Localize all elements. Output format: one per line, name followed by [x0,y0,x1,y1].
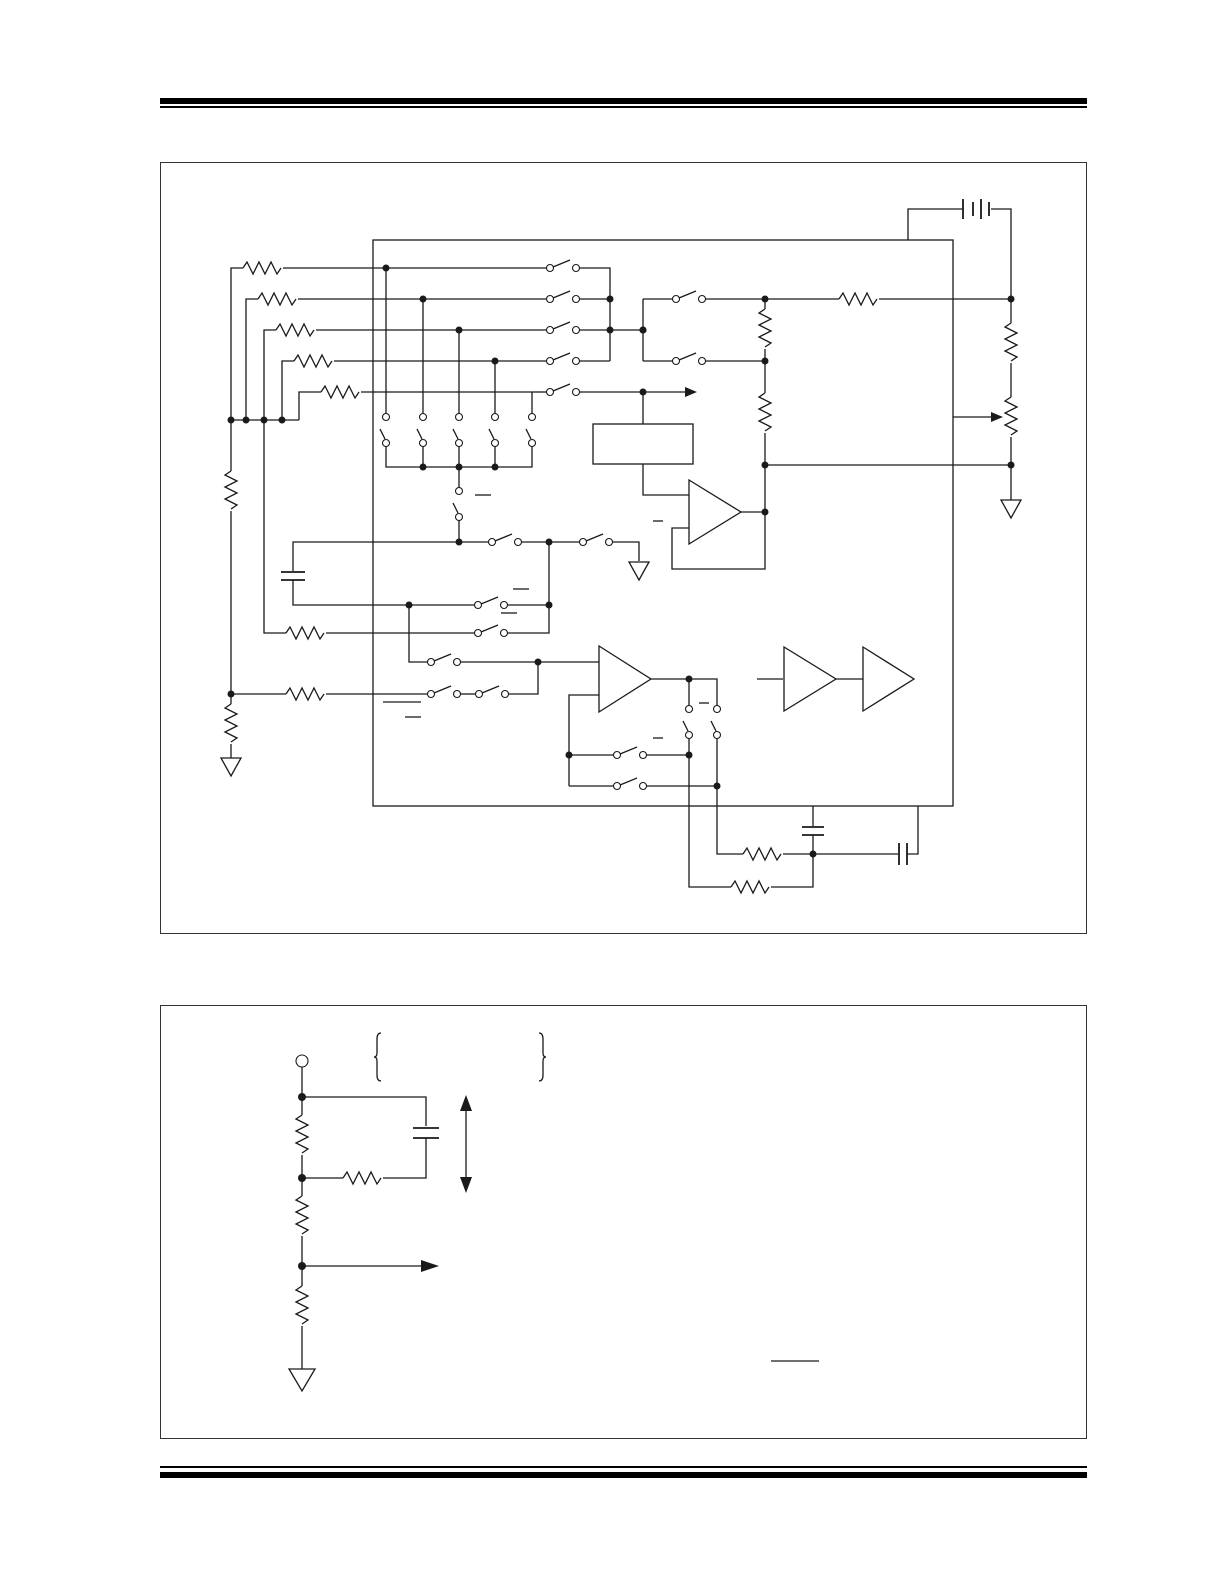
footer-rule-thin [160,1466,1087,1468]
mux-switch-rows [382,259,697,397]
right-divider-network [639,290,1022,519]
bracket-right [538,1032,547,1082]
integrator-network [263,420,650,640]
opamp-top [653,478,769,570]
footer-rule-thick [160,1472,1087,1478]
schematic-figure-top [160,162,1087,934]
external-feedback-network [730,806,919,894]
range-double-arrow [460,1095,472,1193]
header-rule-thin [160,106,1087,108]
top-schematic-svg [220,199,1022,894]
comparator-input-network [231,605,599,718]
output-buffers [757,645,916,713]
bottom-schematic-svg [287,1032,819,1393]
voltage-divider-schematic [287,1054,439,1393]
header-rule-thick [160,98,1087,104]
battery-symbol [907,199,1012,299]
vertical-switch-column [379,268,537,546]
schematic-figure-bottom [160,1005,1087,1439]
bracket-left [373,1032,382,1082]
input-resistor-network [220,261,532,777]
reference-block [592,392,694,496]
opamp-bottom [565,644,743,888]
ic-boundary [372,239,954,807]
